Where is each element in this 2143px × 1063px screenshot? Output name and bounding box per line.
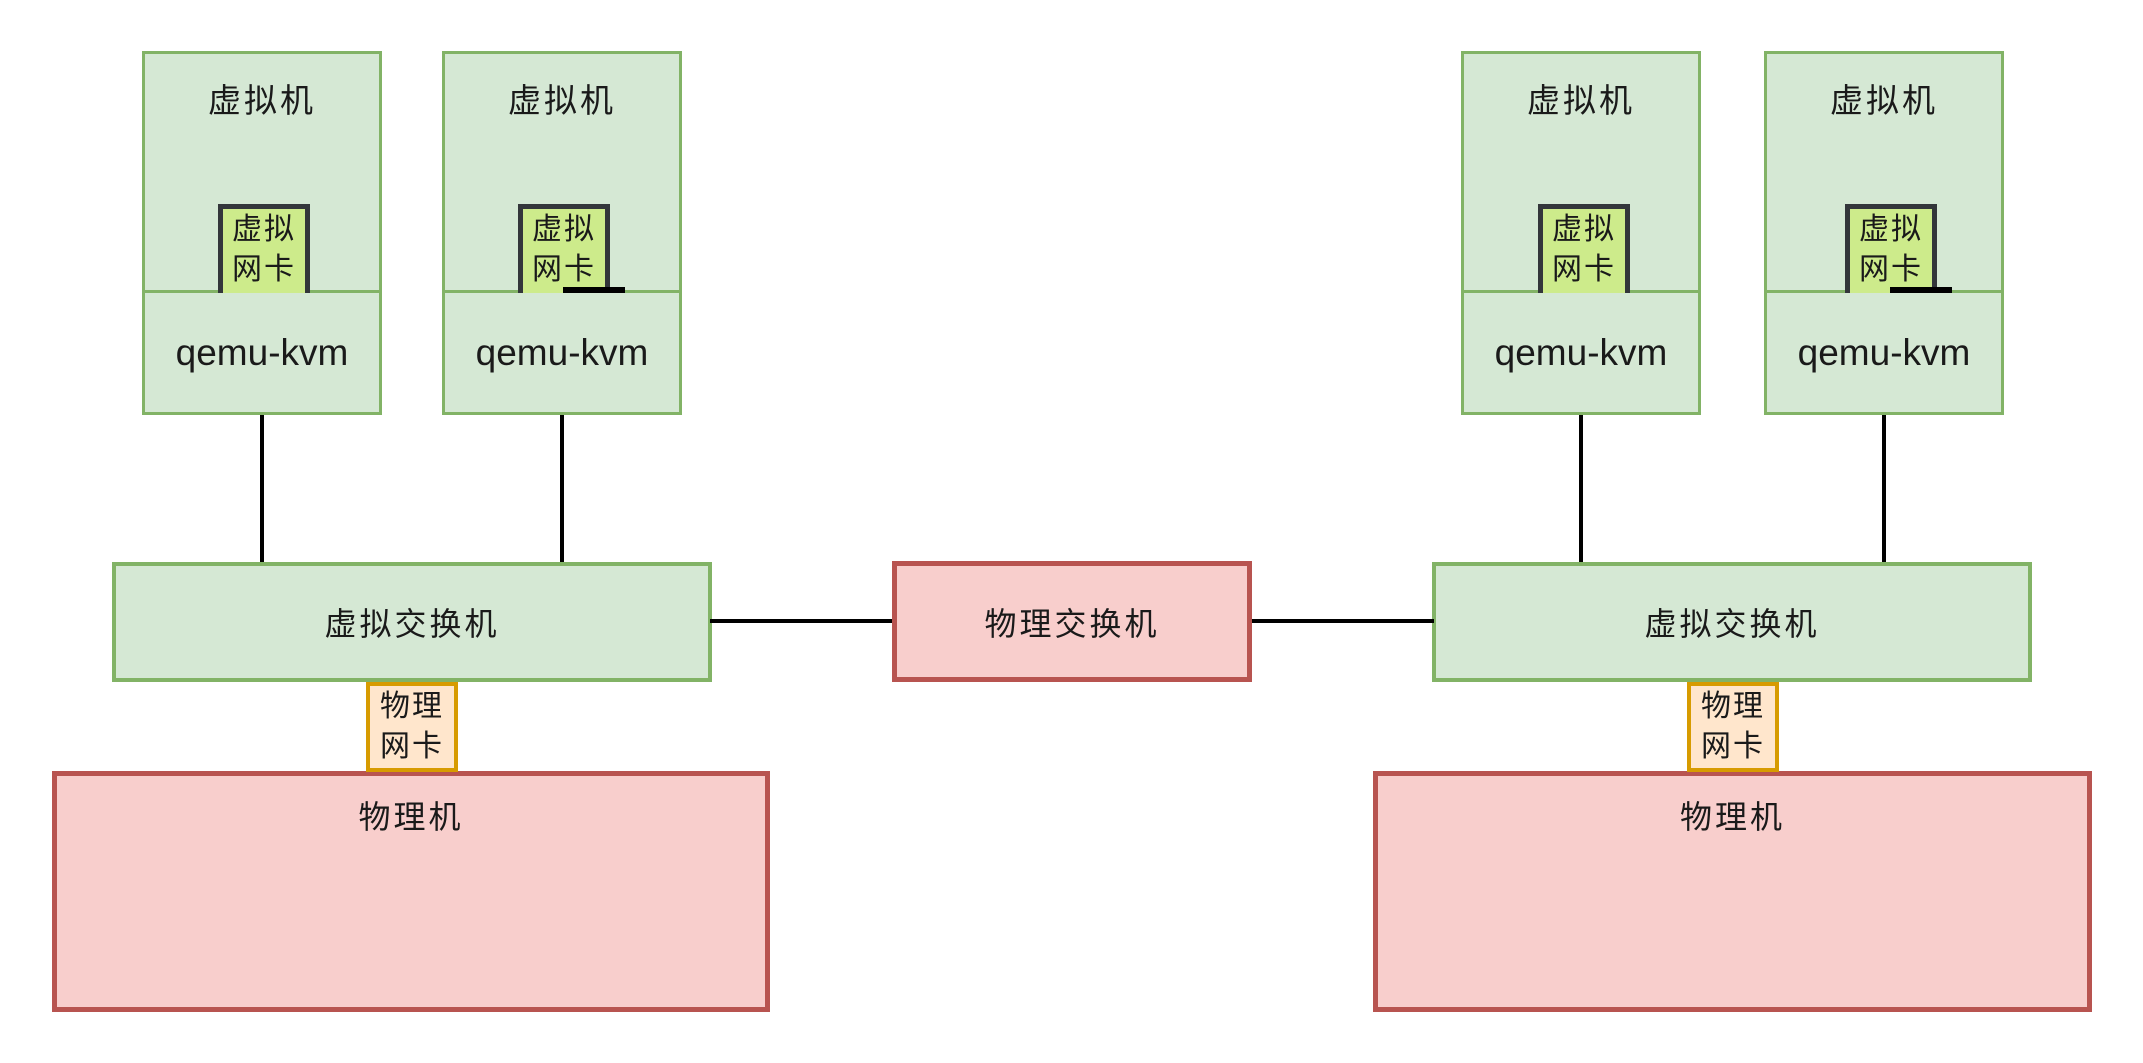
hypervisor-label: qemu-kvm	[475, 331, 649, 373]
connector-vm3-vswitch	[1579, 415, 1583, 562]
virtual-nic-label-line2: 网卡	[232, 253, 296, 286]
vm-box-3: 虚拟机 虚拟 网卡 qemu-kvm	[1461, 51, 1701, 415]
link-left-vswitch-pswitch	[710, 619, 894, 623]
physical-machine-right: 物理机	[1373, 771, 2092, 1012]
virtual-nic-label-line1: 虚拟	[532, 213, 596, 246]
hypervisor-label: qemu-kvm	[1494, 331, 1668, 373]
physical-nic-label-line1: 物理	[1701, 690, 1765, 723]
vm-label: 虚拟机	[1830, 84, 1938, 120]
virtual-nic-bottom-line	[1890, 287, 1952, 293]
virtual-switch-label: 虚拟交换机	[324, 606, 500, 642]
vm-box-2: 虚拟机 虚拟 网卡 qemu-kvm	[442, 51, 682, 415]
virtual-switch-right: 虚拟交换机	[1432, 562, 2032, 682]
virtual-nic-label-line2: 网卡	[1859, 253, 1923, 286]
physical-nic-left: 物理 网卡	[366, 682, 458, 772]
vm-label: 虚拟机	[1527, 84, 1635, 120]
physical-switch-label: 物理交换机	[984, 605, 1160, 642]
physical-switch: 物理交换机	[892, 561, 1252, 682]
virtual-nic-label-line1: 虚拟	[1859, 213, 1923, 246]
vm-box-4: 虚拟机 虚拟 网卡 qemu-kvm	[1764, 51, 2004, 415]
hypervisor-label: qemu-kvm	[175, 331, 349, 373]
virtual-nic-box: 虚拟 网卡	[1538, 204, 1630, 293]
link-pswitch-right-vswitch	[1250, 619, 1434, 623]
physical-machine-left: 物理机	[52, 771, 770, 1012]
hypervisor-label: qemu-kvm	[1797, 331, 1971, 373]
connector-vm4-vswitch	[1882, 415, 1886, 562]
virtual-nic-label-line1: 虚拟	[1552, 213, 1616, 246]
physical-nic-right: 物理 网卡	[1687, 682, 1779, 772]
physical-nic-label-line2: 网卡	[1701, 730, 1765, 763]
virtual-nic-box: 虚拟 网卡	[1845, 204, 1937, 293]
virtual-switch-label: 虚拟交换机	[1644, 606, 1820, 642]
connector-vm2-vswitch	[560, 415, 564, 562]
physical-machine-label: 物理机	[358, 799, 464, 835]
vm-label: 虚拟机	[208, 84, 316, 120]
virtual-nic-box: 虚拟 网卡	[518, 204, 610, 293]
virtual-nic-box: 虚拟 网卡	[218, 204, 310, 293]
virtual-nic-label-line2: 网卡	[1552, 253, 1616, 286]
physical-machine-label: 物理机	[1679, 799, 1785, 835]
vm-label: 虚拟机	[508, 84, 616, 120]
virtual-nic-label-line2: 网卡	[532, 253, 596, 286]
virtual-switch-left: 虚拟交换机	[112, 562, 712, 682]
physical-nic-label-line2: 网卡	[380, 730, 444, 763]
virtual-nic-label-line1: 虚拟	[232, 213, 296, 246]
vm-box-1: 虚拟机 虚拟 网卡 qemu-kvm	[142, 51, 382, 415]
virtual-nic-bottom-line	[563, 287, 625, 293]
physical-nic-label-line1: 物理	[380, 690, 444, 723]
connector-vm1-vswitch	[260, 415, 264, 562]
